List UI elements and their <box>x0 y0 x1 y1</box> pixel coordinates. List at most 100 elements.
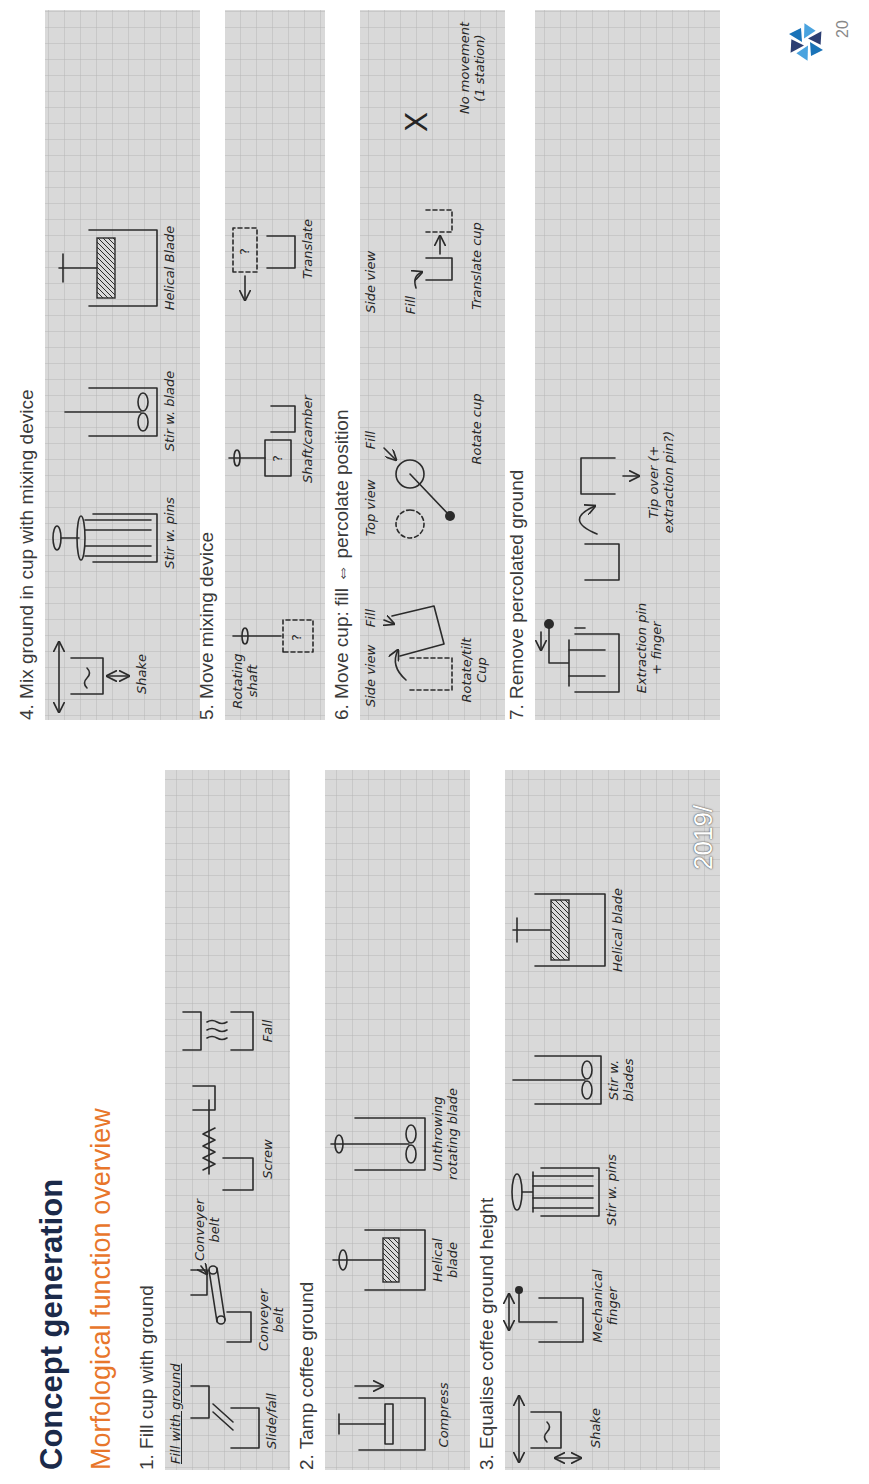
tamp-sketch <box>331 1118 425 1450</box>
fill-sketch <box>191 1386 209 1418</box>
move-device-sketch <box>234 450 240 466</box>
move-cup-sketch <box>392 606 444 656</box>
function-heading: 1. Fill cup with ground <box>136 1285 158 1470</box>
sketch-caption: Rotate cup <box>470 384 485 474</box>
sketch-caption: Conveyer belt <box>193 1195 223 1265</box>
mix-sketch <box>65 411 141 413</box>
sketch-caption: Compress <box>437 1370 452 1460</box>
mix-sketch <box>59 254 97 282</box>
grid-paper-panel <box>165 770 290 1470</box>
remove-ground-sketch <box>575 634 619 692</box>
remove-ground-sketch <box>541 458 639 692</box>
sketch-caption: Stir w. pins <box>605 1150 620 1230</box>
slide-subtitle: Morfological function overview <box>86 1108 117 1470</box>
mix-sketch <box>77 516 85 560</box>
function-panel: 4. Mix ground in cup with mixing deviceS… <box>45 10 200 720</box>
move-cup-sketch <box>395 650 406 680</box>
equalise-sketch <box>582 1081 592 1099</box>
date-stamp: 2019/ <box>688 805 719 870</box>
function-panel: 3. Equalise coffee ground heightShakeMec… <box>505 770 720 1470</box>
sketch-caption: Extraction pin + finger <box>635 596 665 700</box>
logo-mark <box>785 38 804 56</box>
sketch-caption: Fill <box>364 422 379 458</box>
logo-mark <box>785 20 826 63</box>
equalise-sketch <box>545 1422 550 1442</box>
fill-sketch <box>183 1012 201 1050</box>
equalise-sketch <box>533 1176 593 1208</box>
equalise-sketch <box>531 1412 561 1448</box>
equalise-sketch <box>539 1298 583 1342</box>
sketch-caption: Mechanical finger <box>591 1254 621 1358</box>
equalise-sketch <box>541 1168 599 1216</box>
fill-sketch <box>203 1128 215 1170</box>
move-cup-sketch <box>384 620 394 624</box>
move-device-sketch <box>244 276 246 300</box>
fill-sketch <box>207 1021 227 1040</box>
fill-sketch <box>191 1270 207 1295</box>
remove-ground-sketch <box>581 458 615 494</box>
function-panel: 1. Fill cup with groundFill with groundS… <box>165 770 290 1470</box>
equalise-sketch <box>551 900 569 960</box>
fill-sketch <box>209 1266 217 1274</box>
grid-paper-panel <box>225 10 325 720</box>
remove-ground-sketch <box>569 650 605 676</box>
sketch-caption: Shaft/camber <box>301 384 316 494</box>
sketch-caption: Fall <box>261 996 276 1066</box>
sketch-caption: Fill <box>364 600 379 636</box>
sketch-caption: Stir w. pins <box>163 488 178 578</box>
sketch-caption: Screw <box>261 1124 276 1194</box>
remove-ground-sketch <box>549 624 569 686</box>
move-cup-sketch <box>410 658 452 690</box>
sketch-caption: Stir w. blade <box>163 368 178 454</box>
function-heading: 3. Equalise coffee ground height <box>476 1198 498 1470</box>
tamp-sketch <box>385 1404 393 1444</box>
tamp-sketch <box>406 1125 416 1143</box>
sketch-caption: Fill <box>404 288 419 322</box>
mix-sketch <box>53 230 157 712</box>
fill-sketch <box>201 1266 207 1274</box>
grid-paper-panel <box>505 770 720 1470</box>
remove-ground-sketch <box>623 475 639 477</box>
mix-sketch <box>138 393 148 411</box>
move-device-sketch <box>271 406 295 432</box>
function-panel: 7. Remove percolated groundExtraction pi… <box>535 10 720 720</box>
fill-sketch <box>217 1316 225 1324</box>
equalise-sketch <box>509 894 605 1462</box>
sketch-caption: Fill with ground <box>169 1324 184 1464</box>
function-panel: 5. Move mixing deviceRotating shaftShaft… <box>225 10 325 720</box>
move-cup-sketch <box>384 448 396 460</box>
mix-sketch <box>97 238 115 298</box>
grid-paper-panel <box>325 770 470 1470</box>
remove-ground-sketch <box>540 632 542 650</box>
move-device-sketch <box>233 635 281 637</box>
move-device-sketch <box>283 620 313 652</box>
function-heading: 5. Move mixing device <box>196 532 218 720</box>
fill-sketch <box>231 1408 259 1448</box>
move-cup-sketch <box>426 210 452 232</box>
equalise-sketch <box>519 1290 557 1322</box>
mix-sketch <box>71 658 103 694</box>
fill-sketch <box>231 1012 253 1050</box>
sketch-caption: Helical blade <box>611 886 626 974</box>
mix-sketch <box>85 668 90 688</box>
sketch-caption: Stir w. blades <box>607 1040 637 1120</box>
move-cup-sketch <box>445 511 455 521</box>
move-cup-sketch <box>396 510 424 538</box>
grid-paper-panel <box>535 10 720 720</box>
function-heading: 2. Tamp coffee ground <box>296 1282 318 1470</box>
tamp-sketch <box>383 1238 399 1282</box>
sketch-caption: Side view <box>364 638 379 714</box>
sketch-caption: Translate <box>301 204 316 294</box>
logo-mark <box>789 28 802 42</box>
fill-sketch <box>227 1312 251 1342</box>
sketch-caption: Helical blade <box>431 1222 461 1298</box>
sketch-caption: Slide/fall <box>265 1386 280 1456</box>
fill-sketch <box>213 1404 233 1430</box>
mix-sketch <box>138 413 148 431</box>
equalise-sketch <box>508 1294 510 1330</box>
tamp-sketch <box>339 1250 347 1270</box>
equalise-sketch <box>513 1079 585 1081</box>
sketch-caption: Side view <box>364 244 379 320</box>
mix-sketch <box>53 526 61 550</box>
remove-ground-sketch <box>579 506 597 534</box>
